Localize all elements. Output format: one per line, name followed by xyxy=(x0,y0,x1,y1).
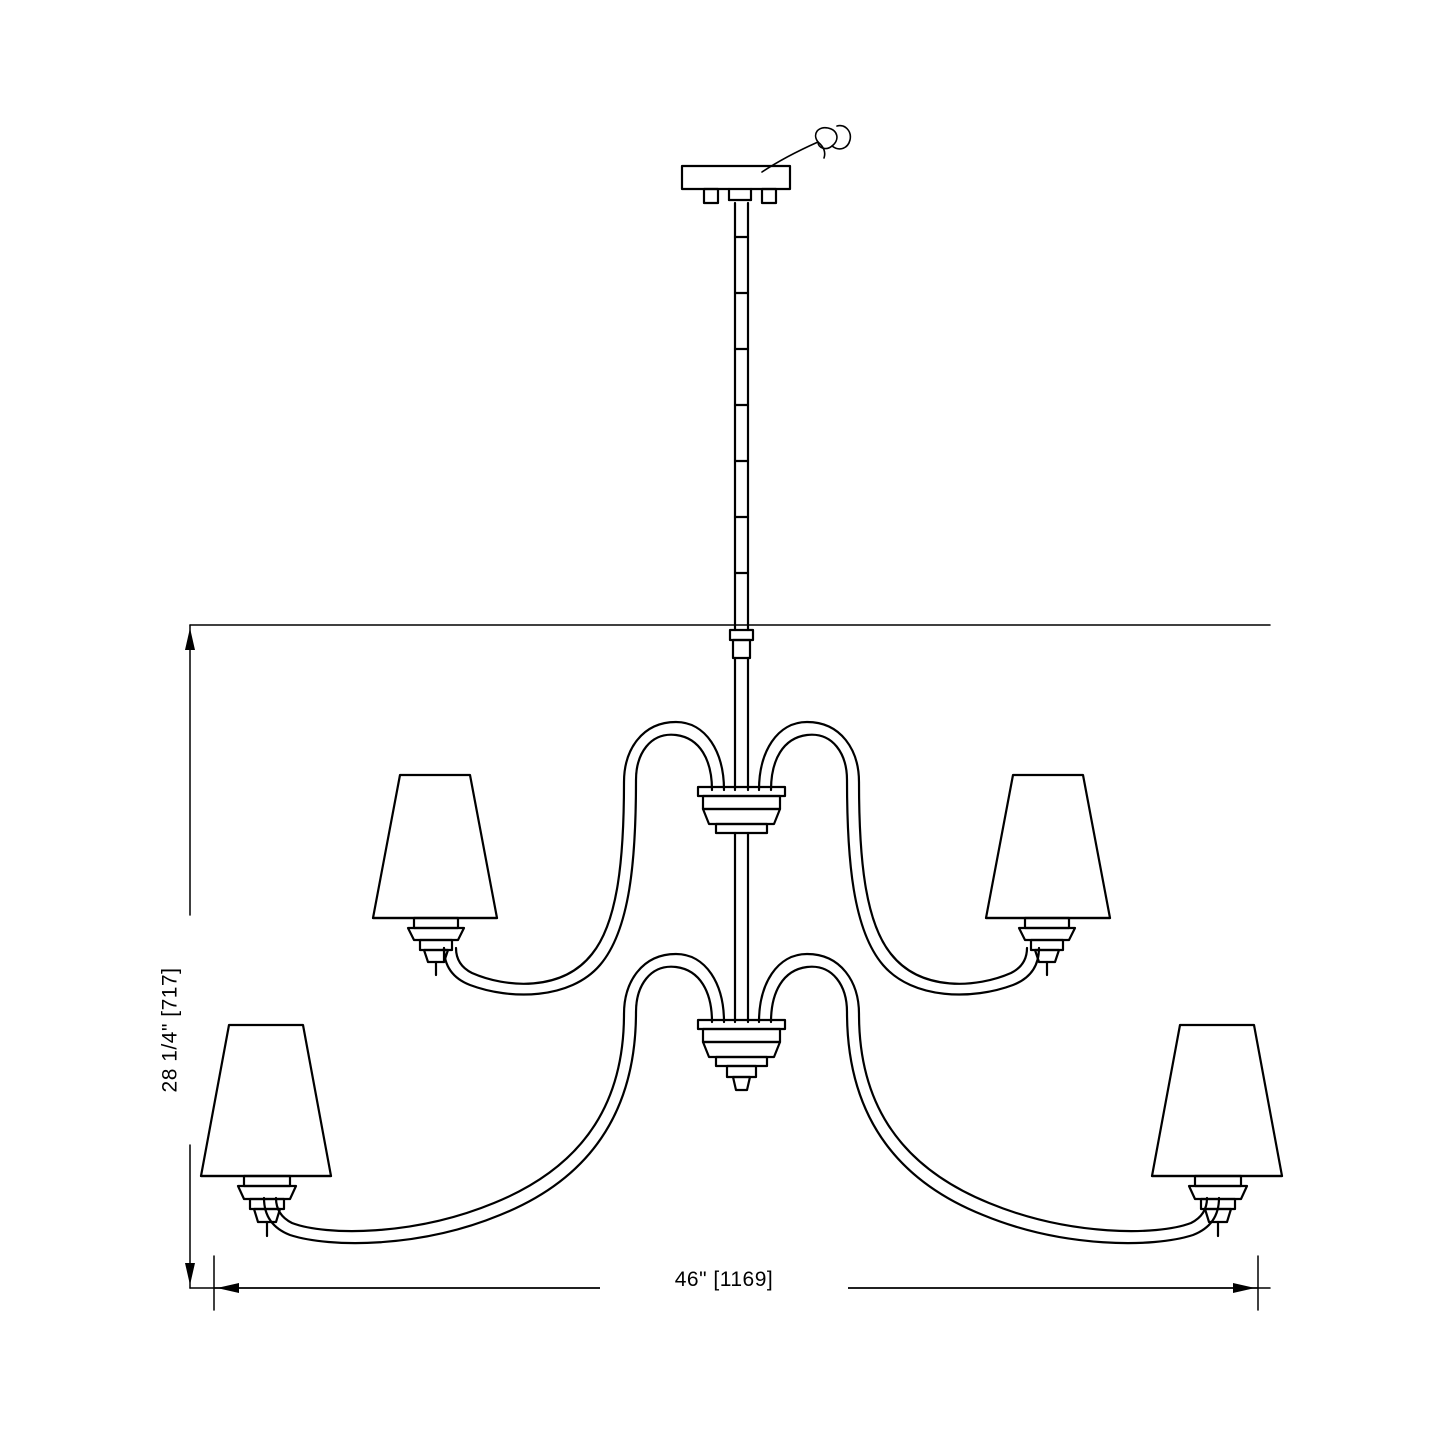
shade-upper-left xyxy=(371,773,499,977)
shade-lower-right xyxy=(1150,1023,1284,1238)
dimension-lines xyxy=(185,624,1271,1311)
height-dimension-label: 28 1/4" [717] xyxy=(158,967,182,1093)
downrod-stem xyxy=(728,201,755,792)
shade-lower-left xyxy=(199,1023,333,1238)
arm-lower-left xyxy=(262,952,726,1245)
lower-body-collar xyxy=(696,1018,787,1092)
arm-lower-right xyxy=(757,952,1221,1245)
upper-body-collar xyxy=(696,785,787,1024)
safety-chain-loop xyxy=(761,124,852,173)
arm-upper-right xyxy=(757,720,1041,996)
shade-upper-right xyxy=(984,773,1112,977)
ceiling-canopy xyxy=(680,164,792,205)
arm-upper-left xyxy=(442,720,726,996)
width-dimension-label: 46" [1169] xyxy=(600,1268,848,1292)
